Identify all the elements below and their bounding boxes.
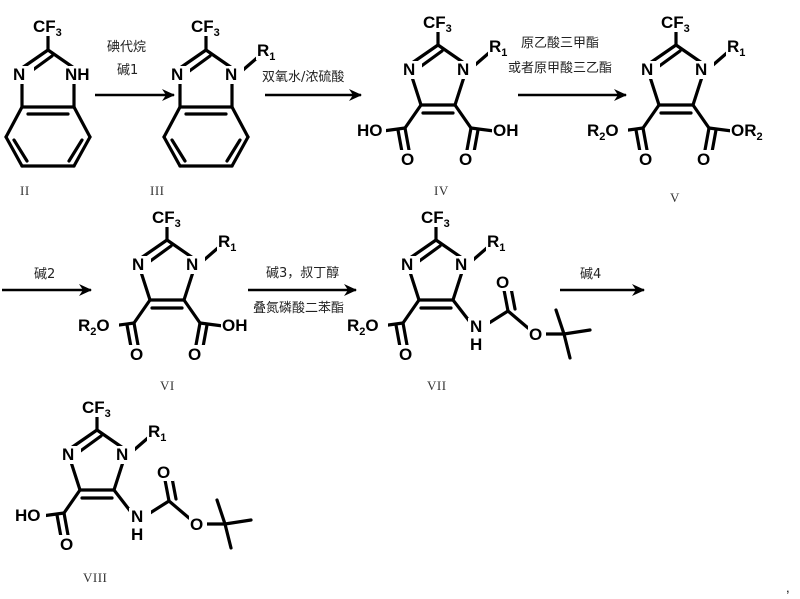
atom-O: O [401,150,414,169]
atom-N: N [132,255,144,274]
atom-NH: NH [65,65,90,84]
reagent-step-3-above: 原乙酸三甲酯 [521,36,600,51]
atom-CF3: CF3 [421,208,450,230]
atom-OH: OH [493,121,519,140]
compound-IV-structure: N N CF3 R1 HO OH O O [356,13,522,169]
atom-CF3: CF3 [152,208,181,230]
atom-R2O: R2O [587,121,619,143]
compound-III-structure: N N CF3 R1 [162,17,284,168]
atom-O: O [130,345,143,364]
atom-O: O [459,150,472,169]
atom-OH: OH [222,316,248,335]
atom-N: N [116,445,128,464]
atom-N: N [695,60,707,79]
reagent-step-4-above: 碱2 [34,267,56,282]
atom-CF3: CF3 [423,13,452,35]
reagent-step-5-below: 叠氮磷酸二苯酯 [253,301,345,316]
compound-label-III: III [150,183,165,198]
compound-label-II: II [20,183,30,198]
atom-OR2: OR2 [731,121,763,143]
atom-CF3: CF3 [191,17,220,39]
compound-V-structure: N N CF3 R1 R2O OR2 O O [586,13,774,169]
atom-CF3: CF3 [661,13,690,35]
atom-HO: HO [15,506,41,525]
atom-CF3: CF3 [33,17,62,39]
atom-N: N [401,255,413,274]
atom-CF3: CF3 [82,398,111,420]
atom-N: N [225,65,237,84]
compound-label-VI: VI [160,378,175,393]
atom-R2O: R2O [347,316,379,338]
reagent-step-2-above: 双氧水/浓硫酸 [262,70,345,85]
atom-O: O [639,150,652,169]
reagent-step-1-above: 碘代烷 [107,40,147,55]
reagent-step-1-below: 碱1 [117,63,139,78]
atom-O: O [697,150,710,169]
atom-O: O [399,345,412,364]
reagent-step-3-below: 或者原甲酸三乙酯 [508,61,613,76]
compound-label-VIII: VIII [83,570,108,585]
atom-N: N [470,317,482,336]
atom-N: N [62,445,74,464]
atom-N: N [13,65,25,84]
atom-N: N [641,60,653,79]
atom-O: O [60,535,73,554]
compound-label-V: V [670,190,680,205]
atom-R2O: R2O [78,316,110,338]
atom-N: N [171,65,183,84]
atom-N: N [403,60,415,79]
atom-O: O [157,463,170,482]
atom-O: O [190,515,203,534]
atom-N: N [186,255,198,274]
reagent-step-5-above: 碱3，叔丁醇 [266,266,340,281]
atom-H: H [131,525,143,544]
reagent-step-6-above: 碱4 [580,267,602,282]
atom-N: N [455,255,467,274]
atom-HO: HO [357,121,383,140]
atom-H: H [470,335,482,354]
compound-VI-structure: N N CF3 R1 R2O OH O O [77,208,253,364]
atom-N: N [457,60,469,79]
compound-II-structure: N NH CF3 [4,17,98,168]
compound-VIII-structure: N N CF3 R1 HO O N H O O [14,398,253,554]
trailing-punctuation: , [786,580,790,595]
atom-O: O [529,325,542,344]
compound-VII-structure: N N CF3 R1 R2O O N H O O [346,208,592,364]
atom-O: O [188,345,201,364]
atom-N: N [131,507,143,526]
compound-label-VII: VII [427,378,447,393]
compound-label-IV: IV [434,183,449,198]
atom-O: O [496,273,509,292]
